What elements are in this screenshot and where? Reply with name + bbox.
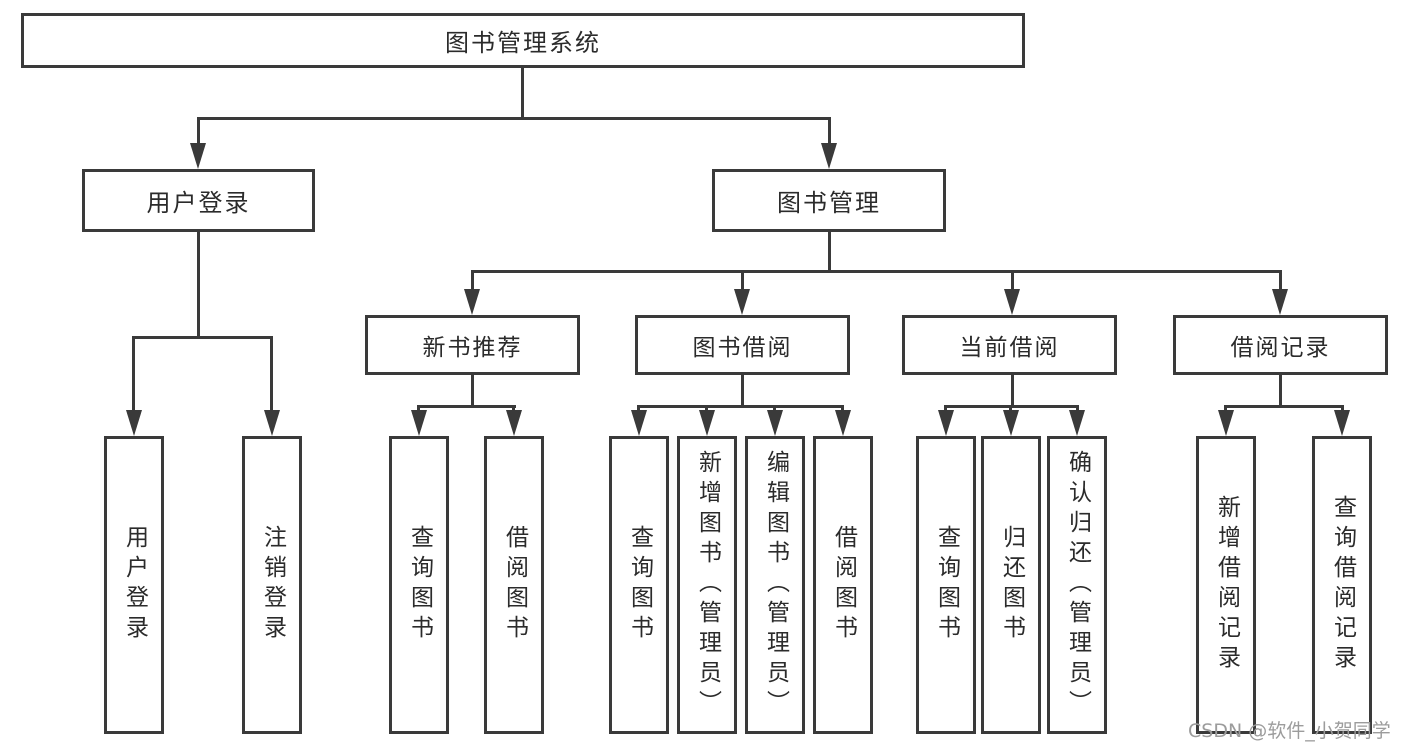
leaf-query-books-2: 查询图书 <box>609 436 669 734</box>
leaf-logout: 注销登录 <box>242 436 302 734</box>
leaf-return-book: 归还图书 <box>981 436 1041 734</box>
connector-line <box>1279 375 1282 408</box>
connector-line <box>197 117 200 147</box>
leaf-query-books-3: 查询图书 <box>916 436 976 734</box>
arrow-head <box>699 410 715 436</box>
node-borrowing-records: 借阅记录 <box>1173 315 1388 375</box>
connector-line <box>1224 405 1344 408</box>
watermark: CSDN @软件_小贺同学 <box>1188 720 1391 742</box>
leaf-borrow-books: 借阅图书 <box>484 436 544 734</box>
connector-line <box>197 232 200 338</box>
arrow-head <box>126 410 142 436</box>
leaf-query-books: 查询图书 <box>389 436 449 734</box>
arrow-head <box>1334 410 1350 436</box>
node-user-login-label: 用户登录 <box>146 189 251 217</box>
connector-line <box>1224 405 1227 414</box>
node-user-login: 用户登录 <box>82 169 315 232</box>
node-new-book-recommendation: 新书推荐 <box>365 315 580 375</box>
node-borrowing-records-label: 借阅记录 <box>1230 335 1331 361</box>
node-book-management: 图书管理 <box>712 169 946 232</box>
leaf-query-books-label: 查询图书 <box>406 525 433 645</box>
arrow-head <box>767 410 783 436</box>
leaf-add-borrow-record: 新增借阅记录 <box>1196 436 1256 734</box>
node-book-management-label: 图书管理 <box>777 189 881 217</box>
connector-line <box>132 336 135 414</box>
connector-line <box>132 336 273 339</box>
arrow-head <box>1004 289 1020 315</box>
connector-line <box>1279 270 1282 294</box>
leaf-query-borrow-record: 查询借阅记录 <box>1312 436 1372 734</box>
connector-line <box>741 375 744 408</box>
connector-line <box>637 405 844 408</box>
leaf-return-book-label: 归还图书 <box>998 525 1025 645</box>
leaf-query-books-2-label: 查询图书 <box>626 525 653 645</box>
connector-line <box>521 68 524 120</box>
connector-line <box>417 405 516 408</box>
node-book-borrowing-label: 图书借阅 <box>692 335 793 361</box>
node-library-system-label: 图书管理系统 <box>445 29 601 57</box>
arrow-head <box>734 289 750 315</box>
arrow-head <box>1272 289 1288 315</box>
connector-line <box>471 270 1282 273</box>
connector-line <box>270 336 273 414</box>
node-new-book-recommendation-label: 新书推荐 <box>422 335 523 361</box>
connector-line <box>512 405 515 414</box>
leaf-edit-book-admin: 编辑图书（管理员） <box>745 436 805 734</box>
leaf-add-book-admin: 新增图书（管理员） <box>677 436 737 734</box>
node-library-system: 图书管理系统 <box>21 13 1025 68</box>
connector-line <box>1011 270 1014 294</box>
arrow-head <box>464 289 480 315</box>
arrow-head <box>411 410 427 436</box>
node-current-borrowing: 当前借阅 <box>902 315 1117 375</box>
connector-line <box>637 405 640 414</box>
leaf-query-borrow-record-label: 查询借阅记录 <box>1329 495 1356 675</box>
connector-line <box>1076 405 1079 414</box>
connector-line <box>1341 405 1344 414</box>
connector-line <box>741 270 744 294</box>
arrow-head <box>835 410 851 436</box>
connector-line <box>773 405 776 414</box>
node-current-borrowing-label: 当前借阅 <box>959 335 1060 361</box>
leaf-confirm-return-admin: 确认归还（管理员） <box>1047 436 1107 734</box>
leaf-confirm-return-admin-label: 确认归还（管理员） <box>1064 450 1091 720</box>
node-book-borrowing: 图书借阅 <box>635 315 850 375</box>
connector-line <box>417 405 420 414</box>
connector-line <box>944 405 947 414</box>
connector-line <box>471 270 474 294</box>
leaf-edit-book-admin-label: 编辑图书（管理员） <box>762 450 789 720</box>
leaf-user-login-label: 用户登录 <box>121 525 148 645</box>
connector-line <box>471 375 474 408</box>
arrow-head <box>821 143 837 169</box>
arrow-head <box>506 410 522 436</box>
arrow-head <box>631 410 647 436</box>
connector-line <box>828 232 831 273</box>
arrow-head <box>1069 410 1085 436</box>
connector-line <box>1009 405 1012 414</box>
leaf-add-book-admin-label: 新增图书（管理员） <box>694 450 721 720</box>
leaf-borrow-books-label: 借阅图书 <box>501 525 528 645</box>
arrow-head <box>190 143 206 169</box>
connector-line <box>197 117 831 120</box>
arrow-head <box>264 410 280 436</box>
leaf-borrow-books-2: 借阅图书 <box>813 436 873 734</box>
connector-line <box>1011 375 1014 408</box>
connector-line <box>705 405 708 414</box>
leaf-borrow-books-2-label: 借阅图书 <box>830 525 857 645</box>
leaf-logout-label: 注销登录 <box>259 525 286 645</box>
connector-line <box>828 117 831 147</box>
arrow-head <box>1003 410 1019 436</box>
arrow-head <box>1218 410 1234 436</box>
connector-line <box>841 405 844 414</box>
leaf-query-books-3-label: 查询图书 <box>933 525 960 645</box>
arrow-head <box>938 410 954 436</box>
leaf-user-login: 用户登录 <box>104 436 164 734</box>
leaf-add-borrow-record-label: 新增借阅记录 <box>1213 495 1240 675</box>
